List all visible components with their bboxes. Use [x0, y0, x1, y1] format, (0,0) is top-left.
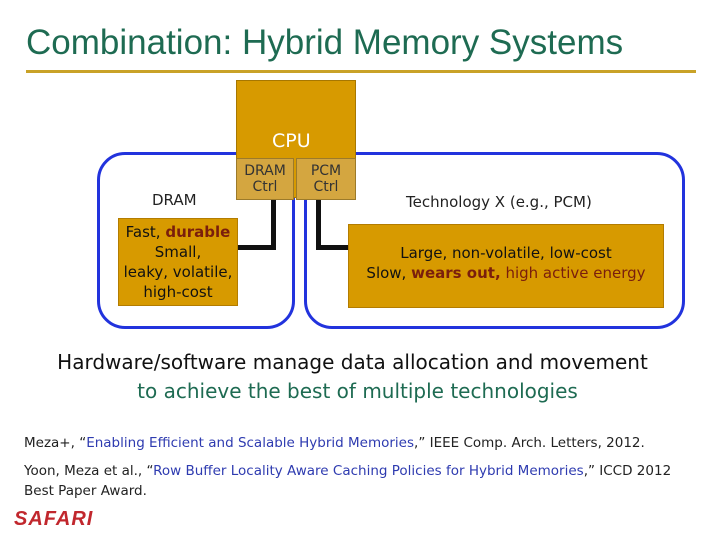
pcm-connector-horizontal	[316, 245, 350, 250]
dram-description: Fast, durable Small, leaky, volatile, hi…	[118, 222, 238, 302]
tech-x-desc-suffix: high active energy	[505, 264, 646, 282]
pcm-controller-line1: PCM	[310, 163, 342, 179]
tech-x-desc-wears-out: wears out,	[411, 264, 501, 282]
pcm-connector-vertical	[316, 200, 321, 250]
tech-x-box	[348, 224, 664, 308]
safari-logo: SAFARI	[14, 508, 94, 530]
reference-2-link[interactable]: Row Buffer Locality Aware Caching Polici…	[153, 463, 584, 479]
pcm-group-outline	[304, 152, 685, 329]
statement-line2: to achieve the best of multiple technolo…	[137, 379, 578, 403]
dram-connector-horizontal	[238, 245, 276, 250]
dram-box	[118, 218, 238, 306]
dram-desc-line4: high-cost	[143, 283, 213, 301]
dram-controller-line1: DRAM	[244, 163, 286, 179]
tech-x-desc-prefix: Slow,	[366, 264, 407, 282]
dram-connector-vertical	[271, 200, 276, 250]
reference-2-suffix: ,” ICCD 2012 Best Paper Award.	[24, 463, 672, 499]
pcm-controller: PCM Ctrl	[296, 158, 356, 200]
dram-desc-line2: Small,	[154, 243, 202, 261]
reference-2: Yoon, Meza et al., “Row Buffer Locality …	[24, 461, 694, 501]
title-underline	[26, 70, 696, 73]
slide-title: Combination: Hybrid Memory Systems	[26, 23, 624, 62]
tech-x-description: Large, non-volatile, low-cost Slow, wear…	[348, 243, 664, 283]
dram-desc-prefix: Fast,	[125, 223, 161, 241]
reference-1: Meza+, “Enabling Efficient and Scalable …	[24, 433, 645, 453]
dram-controller: DRAM Ctrl	[236, 158, 294, 200]
cpu-label: CPU	[272, 130, 311, 152]
reference-1-prefix: Meza+, “	[24, 435, 87, 451]
dram-label: DRAM	[152, 191, 197, 209]
dram-desc-line3: leaky, volatile,	[123, 263, 233, 281]
reference-1-link[interactable]: Enabling Efficient and Scalable Hybrid M…	[86, 435, 415, 451]
tech-x-label: Technology X (e.g., PCM)	[406, 193, 592, 211]
dram-group-outline	[97, 152, 295, 329]
statement-line1: Hardware/software manage data allocation…	[57, 350, 648, 374]
dram-controller-line2: Ctrl	[252, 179, 278, 195]
pcm-controller-line2: Ctrl	[313, 179, 339, 195]
reference-1-suffix: ,” IEEE Comp. Arch. Letters, 2012.	[414, 435, 645, 451]
reference-2-prefix: Yoon, Meza et al., “	[24, 463, 154, 479]
tech-x-desc-line1: Large, non-volatile, low-cost	[400, 244, 612, 262]
dram-desc-durable: durable	[165, 223, 231, 241]
